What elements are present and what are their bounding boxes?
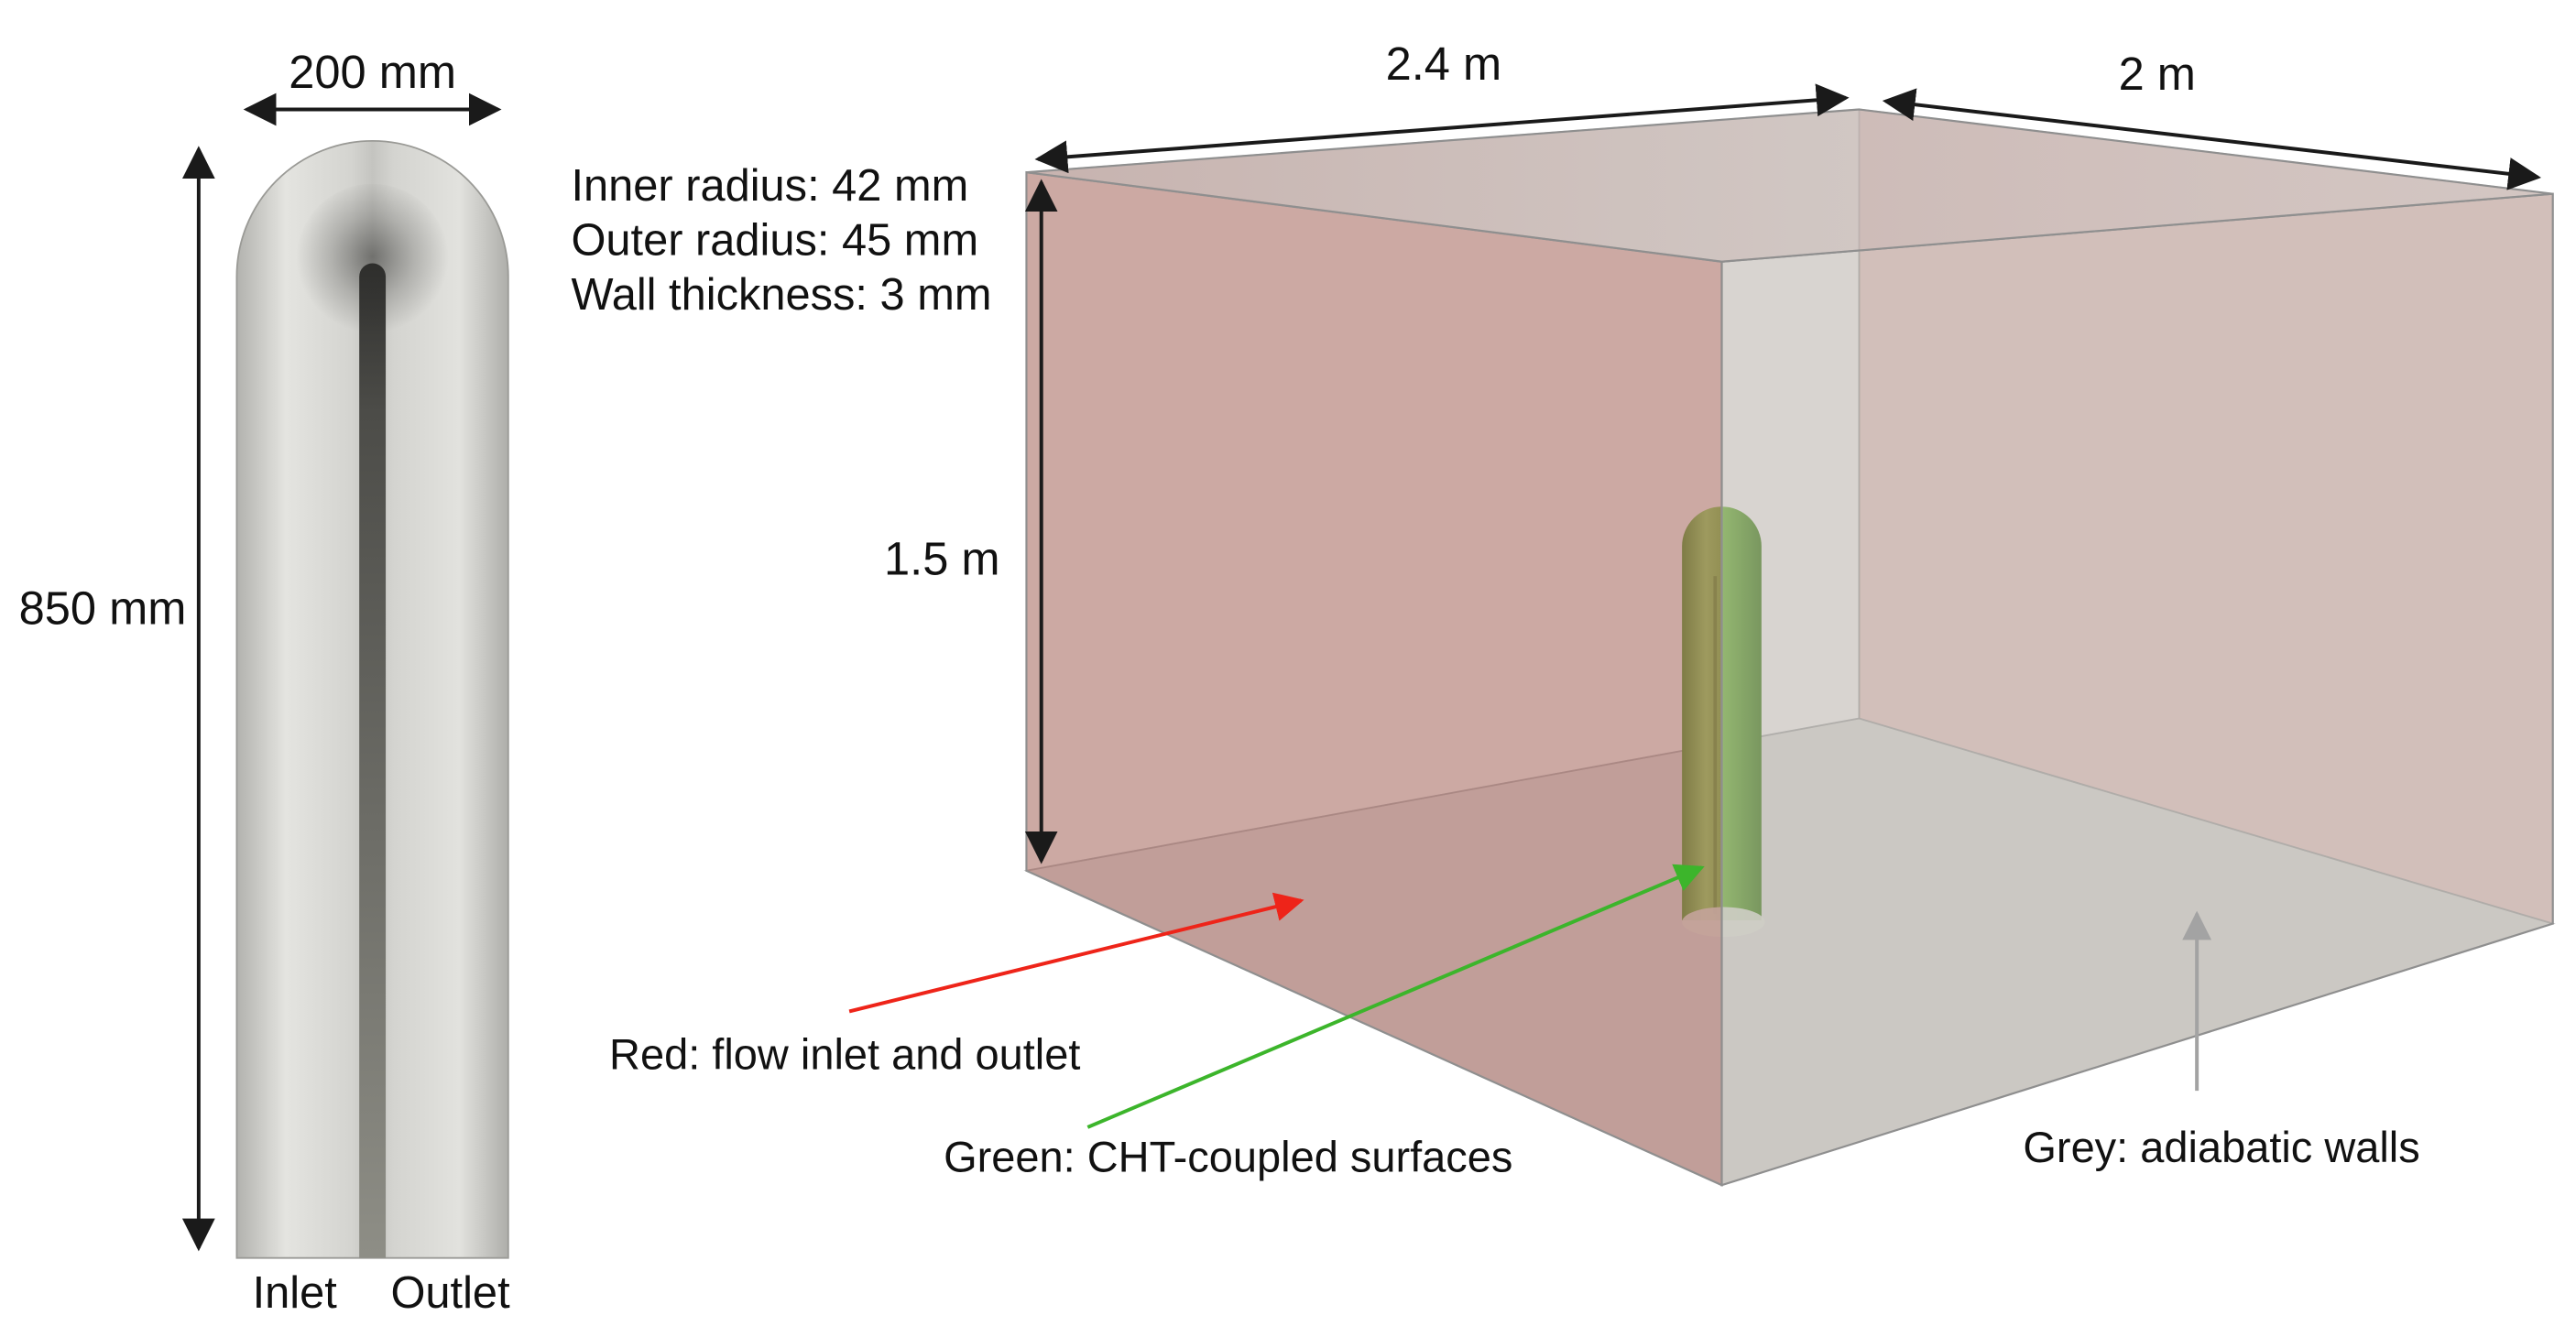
legend-grey-label: Grey: adiabatic walls [2023,1123,2419,1171]
u-tube-bend-shadow [296,183,449,337]
u-tube-figure: 200 mm 850 mm Inlet Outlet Inner radius:… [19,46,992,1318]
outlet-label: Outlet [390,1268,510,1318]
legend-green-arrow [1086,864,1705,1129]
tube-height-dimension-label: 850 mm [19,582,187,635]
box-height-dimension-label: 1.5 m [884,532,1000,584]
box-width-dimension-arrow [1882,88,2541,190]
box-width-dimension-label: 2 m [2119,48,2196,100]
box-front-right-face [1720,192,2554,1187]
box-depth-dimension-arrow [1034,83,1850,174]
spec-wall-thickness: Wall thickness: 3 mm [571,270,991,320]
u-tube-slot [359,263,387,1258]
box-front-left-face [1025,170,1723,1187]
inlet-label: Inlet [253,1268,338,1318]
domain-box-figure: 2.4 m 2 m 1.5 m Red: flow inlet and outl… [609,38,2556,1187]
tube-width-dimension-label: 200 mm [289,46,456,98]
legend-red-label: Red: flow inlet and outlet [609,1030,1080,1079]
legend-green-label: Green: CHT-coupled surfaces [944,1133,1512,1181]
box-depth-dimension-label: 2.4 m [1386,38,1502,90]
spec-outer-radius: Outer radius: 45 mm [571,216,978,266]
legend-red-arrow [848,892,1304,1014]
spec-inner-radius: Inner radius: 42 mm [571,161,968,211]
